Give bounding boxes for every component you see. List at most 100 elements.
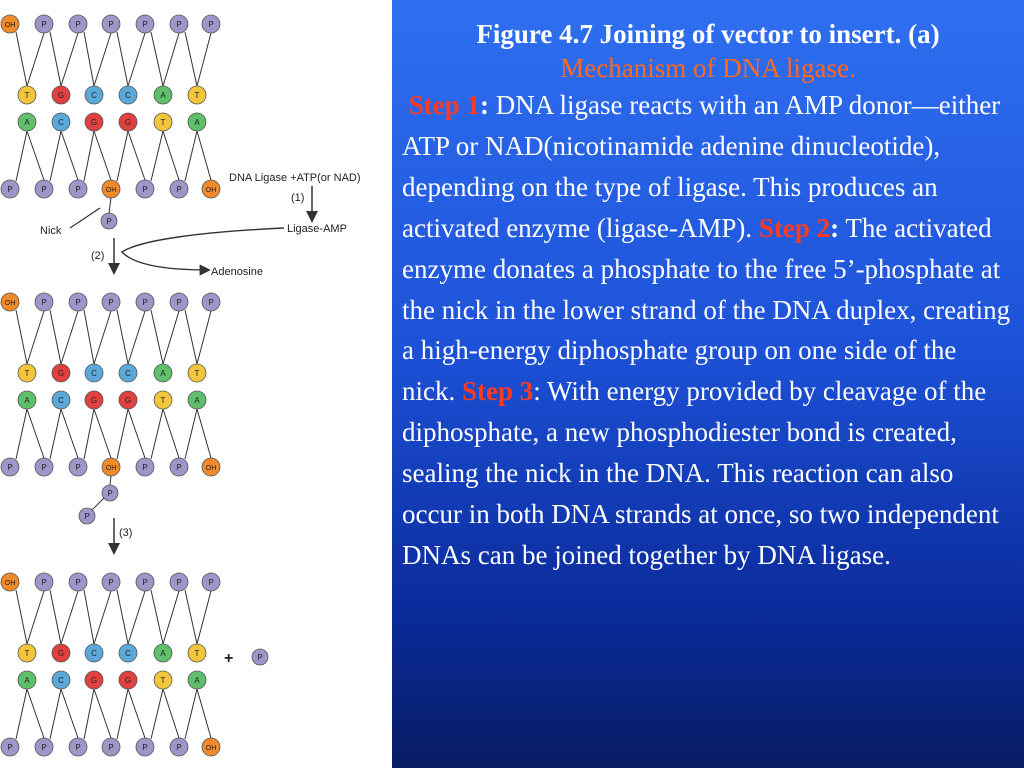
top-strand-p [201, 292, 221, 312]
base-g-label: G [91, 396, 97, 405]
backbone-link [162, 688, 180, 739]
top-strand-p-label: P [176, 298, 181, 307]
bottom-strand-p-label: P [108, 743, 113, 752]
backbone-link [116, 408, 129, 460]
base-g-label: G [125, 118, 131, 127]
backbone-link [15, 130, 28, 182]
bottom-strand-p [0, 737, 20, 757]
backbone-link [162, 32, 180, 87]
bottom-strand-p [135, 737, 155, 757]
top-strand-p [201, 572, 221, 592]
base-a [187, 670, 207, 690]
base-c [51, 112, 71, 132]
bottom-strand-p [68, 179, 88, 199]
base-t [17, 363, 37, 383]
top-strand-p [135, 572, 155, 592]
bottom-strand-p-label: P [7, 743, 12, 752]
backbone-link [26, 130, 45, 181]
adenosine-label: Adenosine [211, 266, 263, 278]
bottom-strand-p [34, 457, 54, 477]
base-c [118, 85, 138, 105]
step3-label: (3) [119, 527, 132, 539]
plus-sign: + [224, 650, 233, 667]
top-strand-p-label: P [75, 20, 80, 29]
bottom-strand-oh [201, 737, 221, 757]
base-t [187, 85, 207, 105]
bottom-strand-p [169, 737, 189, 757]
base-g-label: G [58, 91, 64, 100]
backbone-link [49, 688, 62, 740]
base-a-label: A [24, 118, 30, 127]
base-t-label: T [25, 91, 30, 100]
base-a-label: A [160, 369, 166, 378]
backbone-link [127, 32, 146, 87]
diphosphate [78, 507, 96, 525]
backbone-link [150, 688, 164, 740]
backbone-link [60, 310, 79, 365]
base-t-label: T [25, 369, 30, 378]
base-c [51, 390, 71, 410]
bottom-strand-p [101, 737, 121, 757]
backbone-link [49, 408, 62, 460]
dna-ligase-label: DNA Ligase +ATP(or NAD) [229, 172, 361, 184]
released-phosphate-label: P [257, 653, 262, 662]
top-strand-oh [0, 14, 20, 34]
base-t-label: T [25, 649, 30, 658]
backbone-link [184, 408, 198, 460]
backbone-link [83, 309, 95, 365]
base-a [187, 390, 207, 410]
nick-pointer [69, 207, 101, 229]
base-t-label: T [161, 396, 166, 405]
nick-label: Nick [40, 225, 62, 237]
top-strand-oh [0, 572, 20, 592]
base-c-label: C [58, 676, 64, 685]
top-strand-oh-label: OH [5, 580, 16, 587]
backbone-link [93, 32, 112, 87]
backbone-link [93, 408, 112, 459]
step3-label: Step 3 [462, 376, 534, 407]
base-c [118, 643, 138, 663]
backbone-link [116, 309, 129, 365]
backbone-link [116, 130, 129, 182]
diphosphate-label: P [84, 512, 89, 521]
nick-link [108, 197, 112, 214]
top-strand-p [34, 572, 54, 592]
backbone-link [60, 130, 79, 181]
step1-label: Step 1 [408, 90, 481, 120]
backbone-link [26, 590, 45, 645]
slide-body: Step 1: DNA ligase reacts with an AMP do… [402, 85, 1014, 576]
backbone-link [60, 688, 79, 739]
base-a [17, 112, 37, 132]
bottom-strand-oh-label: OH [106, 187, 117, 194]
backbone-link [49, 589, 62, 645]
base-a-label: A [160, 91, 166, 100]
base-a [17, 390, 37, 410]
base-g [84, 390, 104, 410]
step2-colon: : [830, 212, 840, 243]
top-strand-p-label: P [176, 578, 181, 587]
top-strand-p-label: P [208, 20, 213, 29]
base-c-label: C [125, 649, 131, 658]
backbone-link [196, 688, 212, 739]
backbone-link [127, 408, 146, 459]
base-t-label: T [195, 91, 200, 100]
backbone-link [184, 309, 198, 365]
base-g-label: G [125, 396, 131, 405]
top-strand-p-label: P [176, 20, 181, 29]
base-c-label: C [125, 369, 131, 378]
bottom-strand-p-label: P [176, 743, 181, 752]
bottom-strand-p-label: P [75, 743, 80, 752]
bottom-strand-p-label: P [142, 463, 147, 472]
base-g-label: G [58, 369, 64, 378]
bottom-strand-p-label: P [176, 185, 181, 194]
bottom-strand-p-label: P [142, 185, 147, 194]
bottom-strand-p [0, 179, 20, 199]
base-a-label: A [160, 649, 166, 658]
top-strand-p [135, 292, 155, 312]
base-g-label: G [91, 676, 97, 685]
bottom-strand-p-label: P [41, 185, 46, 194]
backbone-link [49, 31, 62, 87]
backbone-link [116, 589, 129, 645]
base-t [187, 643, 207, 663]
